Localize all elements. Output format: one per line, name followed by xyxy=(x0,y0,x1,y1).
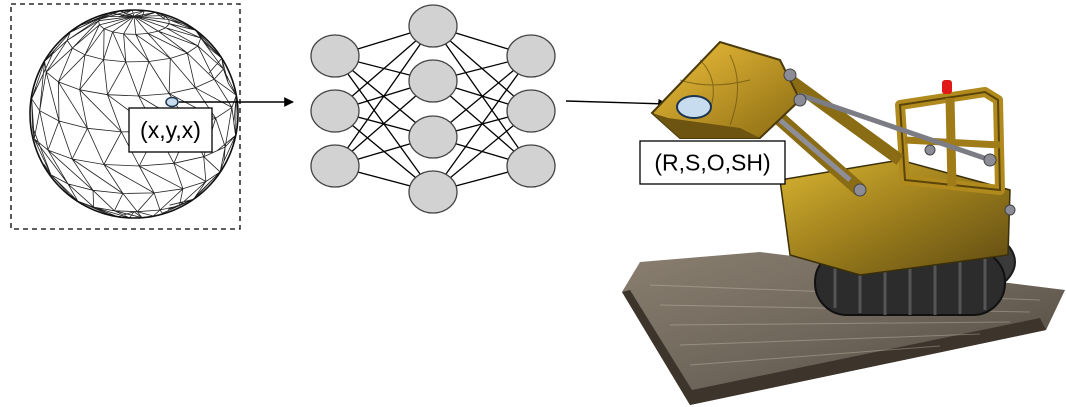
sample-point-marker xyxy=(165,96,179,108)
network-connection xyxy=(334,25,434,167)
network-node-l2-2 xyxy=(408,59,458,103)
network-node-l3-3 xyxy=(506,144,556,188)
bulldozer-body xyxy=(779,159,1011,276)
sphere-panel: (x,y,x) xyxy=(10,3,241,230)
sphere-panel-border xyxy=(10,3,241,230)
bulldozer-model-icon xyxy=(622,40,1065,405)
point-label-box xyxy=(128,107,213,153)
neural-network-icon xyxy=(310,4,556,214)
arrow-right-icon xyxy=(565,98,668,109)
network-node-l1-2 xyxy=(310,89,360,133)
network-connections xyxy=(334,25,532,193)
network-node-l2-4 xyxy=(408,170,458,214)
network-node-l1-3 xyxy=(310,144,360,188)
network-connection xyxy=(432,55,532,193)
network-node-l2-3 xyxy=(408,115,458,159)
network-node-l3-1 xyxy=(506,34,556,78)
sphere-outline xyxy=(29,9,239,219)
output-point-marker xyxy=(676,95,712,119)
params-label: (R,S,O,SH) xyxy=(654,150,770,176)
network-nodes xyxy=(310,4,556,214)
network-node-l3-2 xyxy=(506,89,556,133)
ground-base-edge xyxy=(622,290,1046,405)
beacon-light xyxy=(942,80,952,94)
network-node-l1-1 xyxy=(310,34,360,78)
point-label: (x,y,x) xyxy=(140,117,201,143)
network-node-l2-1 xyxy=(408,4,458,48)
params-label-box xyxy=(639,140,786,185)
